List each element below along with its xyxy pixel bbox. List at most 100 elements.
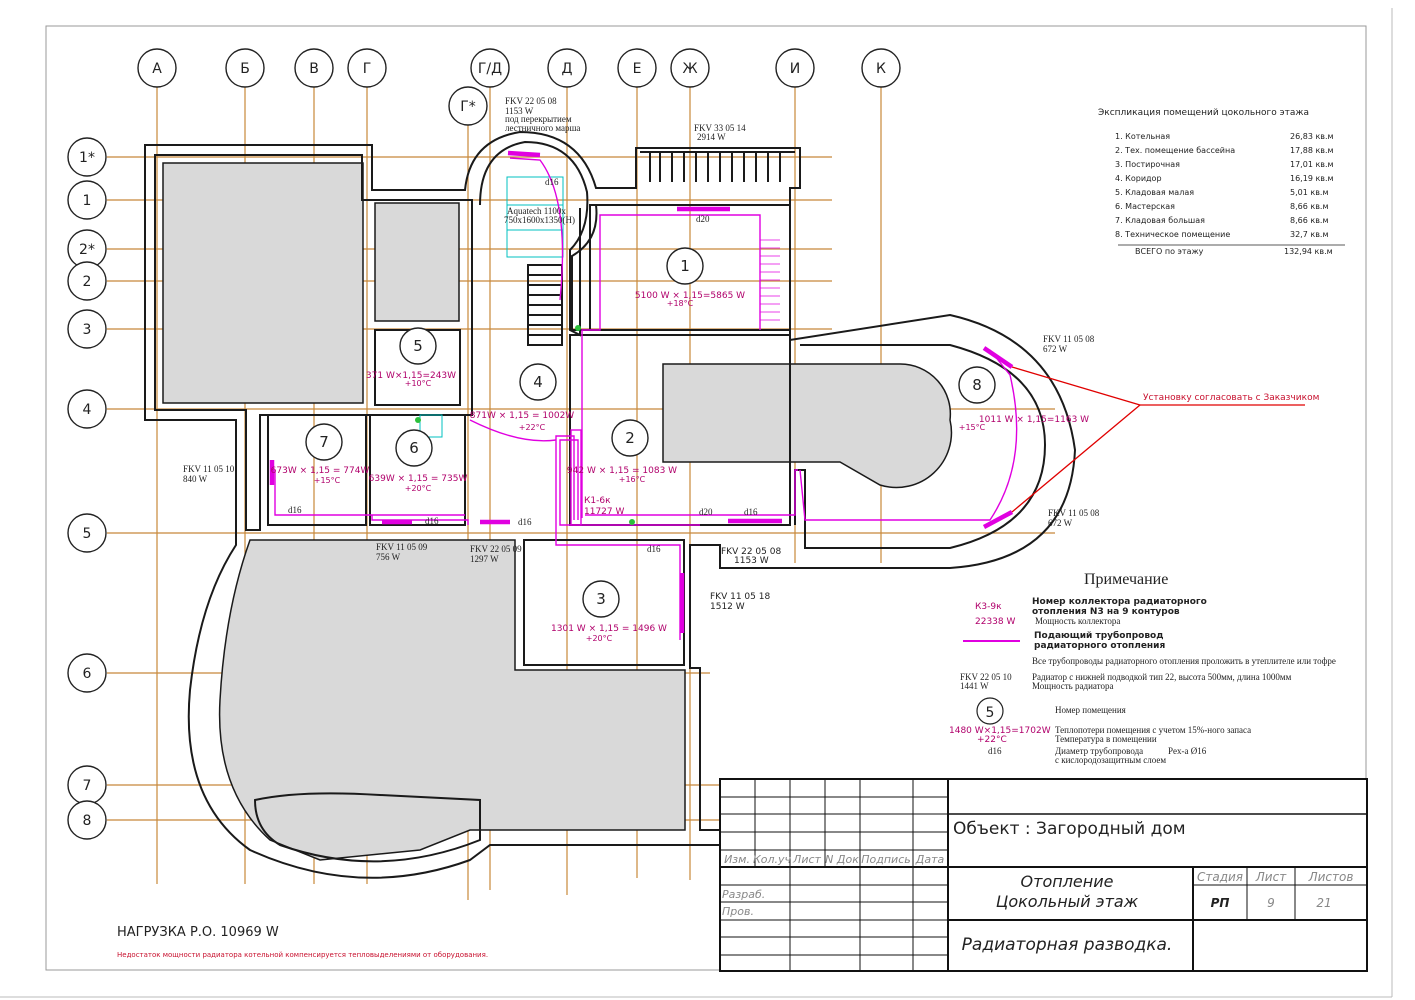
row-axis-label: 2* [79, 242, 95, 258]
rad-label-model: FKV 22 05 08 [721, 547, 781, 557]
rad-label-note: под перекрытием [505, 114, 572, 124]
stamp-header-cell: N Док [825, 853, 859, 866]
stamp-header-cell: Дата [915, 853, 945, 866]
room-temperature: +20°C [405, 484, 432, 493]
stamp-drawing: Радиаторная разводка. [962, 935, 1173, 955]
rad-label-note: лестничного марша [505, 123, 580, 133]
room-number: 8 [972, 376, 982, 394]
pipe-label: d16 [744, 507, 758, 517]
radiator-labels: FKV 22 05 08 1153 W под перекрытием лест… [183, 96, 1100, 612]
legend-collector-power: 22338 W [975, 617, 1015, 627]
column-axis-1: А [137, 48, 177, 88]
column-axis-label: Г [363, 61, 372, 77]
column-axis-label: Г/Д [478, 61, 502, 77]
stamp-object: Объект : Загородный дом [953, 819, 1186, 839]
explication-row-name: 4. Коридор [1115, 174, 1162, 183]
room-heat-calc: 371 W×1,15=243W [366, 371, 456, 381]
row-axis-1: 1* [67, 137, 107, 177]
boiler-equipment [419, 176, 564, 438]
room-heat-calc: 1301 W × 1,15 = 1496 W [551, 624, 667, 634]
explication-row-name: 8. Техническое помещение [1115, 230, 1230, 239]
legend-loss-calc: 1480 W×1,15=1702W [949, 726, 1051, 736]
explication-row-name: 3. Постирочная [1115, 160, 1180, 169]
pipe-label: d16 [425, 516, 439, 526]
row-axis-label: 3 [83, 322, 92, 338]
stamp-header-cell: Подпись [861, 853, 910, 866]
column-axis-9: И [775, 48, 815, 88]
legend-rad-power: 1441 W [960, 681, 989, 691]
explication-row-area: 26,83 кв.м [1290, 132, 1334, 141]
room-number: 7 [319, 433, 329, 451]
row-axis-label: 2 [83, 274, 92, 290]
room-temperature: +16°C [619, 475, 646, 484]
title-block [719, 778, 1368, 972]
pipe-label: d20 [699, 507, 713, 517]
rad-label-model: FKV 11 05 08 [1048, 508, 1100, 518]
column-axis-label: Г* [460, 99, 476, 115]
legend-diam-type: Pex-a Ø16 [1168, 746, 1207, 756]
stamp-sheet-header: Лист [1255, 870, 1287, 884]
room-heat-calc: 5100 W × 1,15=5865 W [635, 291, 745, 301]
room-temperature: +22°C [519, 423, 546, 432]
explication-row-area: 8,66 кв.м [1290, 202, 1328, 211]
column-axis-8: Ж [670, 48, 710, 88]
callout-lines [1011, 366, 1305, 513]
column-axis-10: К [861, 48, 901, 88]
column-axis-label: А [152, 61, 162, 77]
callout-text: Установку согласовать с Заказчиком [1143, 393, 1319, 403]
legend-rad-desc: Мощность радиатора [1032, 681, 1114, 691]
column-axis-label: К [876, 61, 886, 77]
explication-row-name: 5. Кладовая малая [1115, 188, 1194, 197]
stamp-section2: Цокольный этаж [996, 892, 1139, 911]
rad-label-power: 1297 W [470, 554, 499, 564]
room-number: 3 [596, 590, 606, 608]
legend-loss-desc: Температура в помещении [1055, 734, 1157, 744]
explication-title: Экспликация помещений цокольного этажа [1098, 108, 1309, 118]
legend-room-desc: Номер помещения [1055, 705, 1126, 715]
explication-row-area: 8,66 кв.м [1290, 216, 1328, 225]
stamp-header-cell: Кол.уч [753, 853, 792, 866]
pipe-label: d20 [696, 214, 710, 224]
room-temperature: +18°C [667, 299, 694, 308]
sheet-frame [45, 25, 1367, 971]
pipe-label: d16 [545, 177, 559, 187]
stamp-sheets-header: Листов [1308, 870, 1354, 884]
explication-row-area: 5,01 кв.м [1290, 188, 1328, 197]
rad-label-power: 672 W [1043, 344, 1068, 354]
row-axis-4: 2 [67, 261, 107, 301]
room-heat-calc: 673W × 1,15 = 774W [271, 466, 370, 476]
pipe-label: d16 [647, 544, 661, 554]
explication-row-name: 6. Мастерская [1115, 202, 1175, 211]
walls [144, 130, 1077, 879]
legend-collector-code: К3-9к [975, 602, 1002, 612]
explication-row-area: 16,19 кв.м [1290, 174, 1334, 183]
row-axis-5: 3 [67, 309, 107, 349]
stamp-section1: Отопление [1021, 872, 1114, 891]
stamp-check-label: Пров. [722, 905, 754, 918]
rad-label-model: FKV 33 05 14 [694, 123, 746, 133]
explication-row-name: 2. Тех. помещение бассейна [1115, 146, 1235, 155]
column-axis-11: Г* [448, 86, 488, 126]
column-axis-2: Б [225, 48, 265, 88]
pipe-label: d16 [288, 505, 302, 515]
legend-collector-desc: отопления N3 на 9 контуров [1032, 607, 1180, 617]
legend-rad-desc: Радиатор с нижней подводкой тип 22, высо… [1032, 672, 1292, 682]
room-number: 4 [533, 373, 543, 391]
row-axis-label: 4 [83, 402, 92, 418]
room-temperature: +15°C [959, 423, 986, 432]
rad-label-power: 672 W [1048, 518, 1073, 528]
explication-table: Экспликация помещений цокольного этажа 1… [1098, 108, 1345, 256]
rad-label-model: FKV 22 05 08 [505, 96, 557, 106]
rad-label-power: 2914 W [697, 132, 726, 142]
explication-row-name: 1. Котельная [1115, 132, 1170, 141]
legend-loss-desc: Теплопотери помещения с учетом 15%-ного … [1055, 725, 1251, 735]
explication-row-name: 7. Кладовая большая [1115, 216, 1205, 225]
column-axis-label: Е [633, 61, 642, 77]
